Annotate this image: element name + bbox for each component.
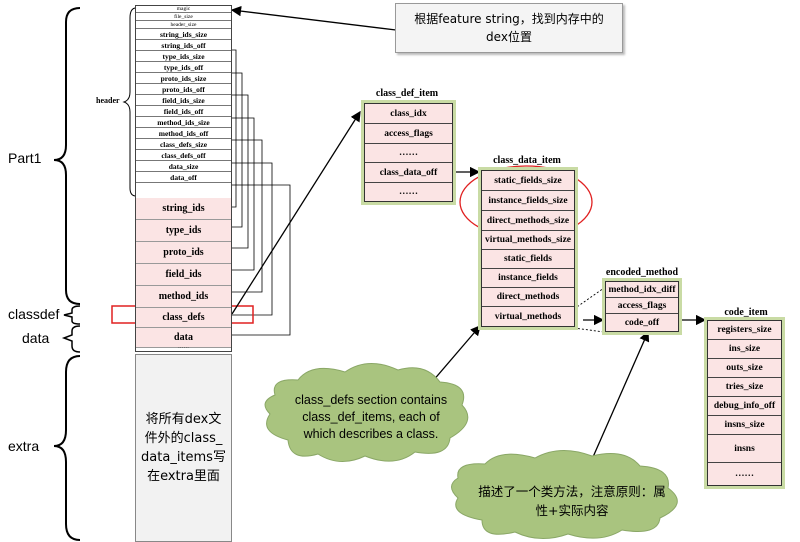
header-field-data-off: data_off	[136, 172, 231, 183]
section-data: data	[136, 328, 231, 348]
header-field-string-ids-size: string_ids_size	[136, 29, 231, 40]
header-field-class-defs-size: class_defs_size	[136, 139, 231, 150]
header-field-string-ids-off: string_ids_off	[136, 40, 231, 51]
class-def-item-title: class_def_item	[375, 88, 439, 99]
header-field-type-ids-size: type_ids_size	[136, 51, 231, 62]
cloud-class-defs-text: class_defs section contains class_def_it…	[294, 393, 448, 441]
section-proto-ids: proto_ids	[136, 242, 231, 264]
class-data-item-title: class_data_item	[493, 155, 561, 166]
header-field-proto-ids-size: proto_ids_size	[136, 73, 231, 84]
encoded-method-row-code-off: code_off	[606, 314, 678, 331]
code-item-row-ins-size: ins_size	[708, 340, 781, 359]
encoded-method-row-access-flags: access_flags	[606, 298, 678, 314]
cloud-method-desc-text: 描述了一个类方法，注意原则：属性+实际内容	[478, 484, 666, 518]
header-field-magic: magic	[136, 6, 231, 13]
label-data: data	[22, 330, 50, 346]
class-def-item-row-class-idx: class_idx	[365, 104, 452, 124]
brace-classdef	[63, 305, 81, 325]
label-header: header	[96, 96, 120, 105]
header-field-file-size: file_size	[136, 13, 231, 21]
extra-box: 将所有dex文件外的class_data_items写在extra里面	[135, 354, 232, 542]
header-field-method-ids-off: method_ids_off	[136, 128, 231, 139]
cloud-shape-2	[451, 450, 678, 539]
header-field-data-size: data_size	[136, 161, 231, 172]
encoded-method-title: encoded_method	[605, 267, 679, 278]
brace-header	[122, 7, 137, 197]
code-item-row-insns-size: insns_size	[708, 416, 781, 435]
label-part1: Part1	[8, 150, 42, 166]
encoded-method-row-method-idx-diff: method_idx_diff	[606, 282, 678, 298]
class-data-item-row-direct-methods-size: direct_methods_size	[482, 211, 574, 231]
class-data-item-row-static-fields: static_fields	[482, 250, 574, 269]
code-item-row-ellipsis-7: ……	[708, 463, 781, 485]
class-data-item-row-virtual-methods: virtual_methods	[482, 307, 574, 326]
class-data-item-row-instance-fields-size: instance_fields_size	[482, 191, 574, 211]
feature-string-callout-text: 根据feature string，找到内存中的dex位置	[414, 12, 604, 44]
extra-text: 将所有dex文件外的class_data_items写在extra里面	[141, 412, 226, 484]
dex-footer-dots: ……	[178, 343, 189, 350]
code-item-title: code_item	[724, 307, 768, 318]
code-item-row-insns: insns	[708, 435, 781, 463]
class-def-item-row-class-data-off: class_data_off	[365, 163, 452, 183]
class-data-item-row-instance-fields: instance_fields	[482, 269, 574, 288]
header-field-type-ids-off: type_ids_off	[136, 62, 231, 73]
section-method-ids: method_ids	[136, 286, 231, 308]
class-def-item-row-access-flags: access_flags	[365, 124, 452, 144]
brace-extra	[53, 355, 81, 541]
code-item-row-tries-size: tries_size	[708, 378, 781, 397]
brace-part1	[53, 7, 81, 305]
cloud-class-defs: class_defs section contains class_def_it…	[285, 392, 457, 443]
header-field-proto-ids-off: proto_ids_off	[136, 84, 231, 95]
section-class-defs: class_defs	[136, 308, 231, 328]
section-field-ids: field_ids	[136, 264, 231, 286]
cloud-shape-1	[264, 363, 469, 462]
section-string-ids: string_ids	[136, 198, 231, 220]
header-field-field-ids-off: field_ids_off	[136, 106, 231, 117]
feature-string-callout: 根据feature string，找到内存中的dex位置	[395, 3, 623, 53]
offset-lines	[229, 49, 291, 336]
class-data-item-row-static-fields-size: static_fields_size	[482, 171, 574, 191]
class-data-item-row-virtual-methods-size: virtual_methods_size	[482, 231, 574, 250]
cloud-method-desc: 描述了一个类方法，注意原则：属性+实际内容	[478, 482, 666, 520]
header-field-class-defs-off: class_defs_off	[136, 150, 231, 161]
section-type-ids: type_ids	[136, 220, 231, 242]
code-item-row-debug-info-off: debug_info_off	[708, 397, 781, 416]
label-classdef: classdef	[8, 306, 60, 322]
brace-data	[61, 325, 81, 353]
class-def-item-row-ellipsis-4: ……	[365, 183, 452, 201]
header-field-method-ids-size: method_ids_size	[136, 117, 231, 128]
code-item-row-registers-size: registers_size	[708, 321, 781, 340]
header-field-field-ids-size: field_ids_size	[136, 95, 231, 106]
class-data-item-row-direct-methods: direct_methods	[482, 288, 574, 307]
label-extra: extra	[8, 438, 40, 454]
header-field-header-size: header_size	[136, 21, 231, 29]
code-item-row-outs-size: outs_size	[708, 359, 781, 378]
class-def-item-row-ellipsis-2: ……	[365, 144, 452, 163]
